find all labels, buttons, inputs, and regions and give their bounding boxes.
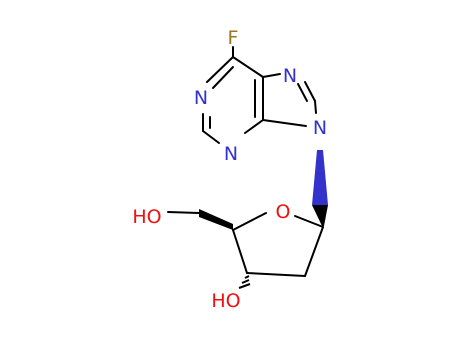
bond-n7-c8-double (297, 83, 308, 102)
bond-c3-c4 (232, 229, 248, 274)
wedge-bond-n9-c1-blue (312, 150, 328, 205)
bond-c8-n9 (314, 100, 317, 114)
bond-n9-c4 (262, 119, 307, 127)
bond-c4-n3 (244, 119, 264, 134)
ring-oxygen-label: O (276, 201, 291, 223)
imidazole-ring-bonds (262, 73, 317, 127)
nitrogen-n3-label: N (224, 143, 238, 165)
nitrogen-n7-label: N (283, 65, 297, 87)
bond-c1-c2 (304, 226, 324, 277)
bond-c6-c5 (232, 56, 264, 78)
bond-c4-o (232, 212, 267, 231)
sugar-ring-bonds (167, 211, 324, 277)
bond-n1-c6-double (212, 66, 234, 89)
pyrimidine-ring-bonds (202, 46, 264, 144)
bond-c5-n7 (262, 73, 281, 78)
hydroxyl-5-label: HO (132, 206, 161, 228)
bond-c2-c3 (246, 272, 306, 277)
fluorine-atom-label: F (228, 27, 239, 49)
nitrogen-n9-label: N (313, 117, 327, 139)
nitrogen-n1-label: N (194, 87, 208, 109)
wedge-bond-n9-c1-black (312, 205, 328, 226)
hash-bond-c3-oh (238, 275, 251, 289)
bond-n1-c6 (206, 56, 234, 83)
bond-n7-c8 (304, 81, 316, 102)
bond-o-c1 (294, 215, 324, 228)
hydroxyl-3-label: HO (211, 290, 240, 312)
bond-n3-c2 (202, 130, 220, 144)
wedge-bond-c4-c5 (199, 209, 233, 230)
bond-c5-oh (167, 211, 200, 214)
